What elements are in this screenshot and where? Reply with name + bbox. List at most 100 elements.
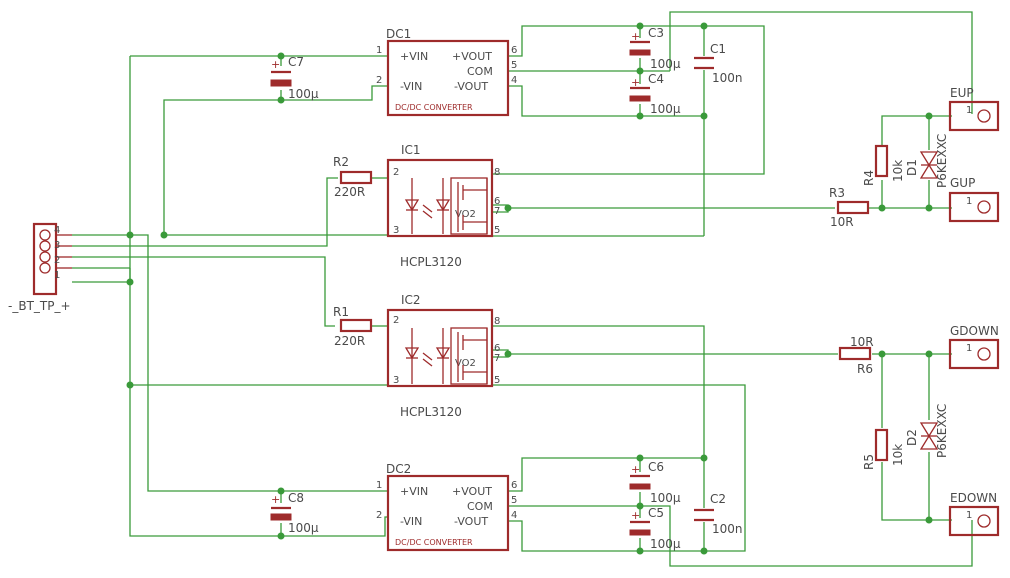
c8-value: 100µ [288,521,319,535]
junctions [126,22,933,555]
c5-plus: + [631,509,640,522]
r4-value: 10k [891,160,905,182]
battery-connector: 4 3 2 1 -_BT_TP_+ [8,222,72,313]
ic1-pin-2: 2 [393,167,399,178]
r6-value: 10R [850,335,874,349]
tvs-diode-d2: D2 P6KEXXC [905,404,949,458]
c2-value: 100n [712,522,743,536]
eup-label: EUP [950,86,974,100]
ic2-vo2-label: VO2 [455,358,476,369]
gup-label: GUP [950,176,975,190]
ic2-optocoupler: IC2 HCPL3120 2 3 8 6 7 5 VO2 [386,293,500,419]
dc2-com: COM [467,500,493,513]
capacitor-c6: + C6 100µ [629,460,681,505]
dc2-pin-5: 5 [511,495,517,506]
capacitor-c1: C1 100n [694,42,743,85]
resistor-r3: R3 10R [829,186,870,229]
c8-plus: + [271,493,280,506]
capacitor-c7: + C7 100µ [270,55,319,101]
resistor-r5: R5 10k [862,428,905,470]
wires [72,11,973,567]
dc2-ref: DC2 [386,462,411,476]
c5-value: 100µ [650,537,681,551]
dc2-vout-minus: -VOUT [454,515,488,528]
capacitor-c5: + C5 100µ [629,506,681,551]
ic2-pin-3: 3 [393,375,399,386]
d2-part: P6KEXXC [935,404,949,458]
connector-pin-1: 1 [54,270,60,281]
connector-pin-4: 4 [54,225,60,236]
r6-ref: R6 [857,362,873,376]
ic1-pin-3: 3 [393,225,399,236]
dc2-vin-plus: +VIN [400,485,428,498]
terminal-eup: 1 EUP [948,86,1000,132]
dc1-pin-4: 4 [511,75,517,86]
dc2-converter: DC2 +VIN -VIN +VOUT COM -VOUT DC/DC CONV… [376,462,517,552]
r3-ref: R3 [829,186,845,200]
c6-plus: + [631,463,640,476]
r1-ref: R1 [333,305,349,319]
resistor-r4: R4 10k [862,144,905,186]
gup-pin: 1 [966,196,972,207]
resistor-r2: R2 220R [333,155,373,199]
d1-ref: D1 [905,159,919,176]
dc2-type: DC/DC CONVERTER [395,538,473,547]
ic2-pin-8: 8 [494,316,500,327]
capacitor-c4: + C4 100µ [629,72,681,116]
dc2-pin-1: 1 [376,480,382,491]
capacitor-c8: + C8 100µ [270,491,319,535]
c3-value: 100µ [650,57,681,71]
r2-value: 220R [334,185,365,199]
c6-value: 100µ [650,491,681,505]
c6-ref: C6 [648,460,664,474]
ic2-pin-5: 5 [494,375,500,386]
connector-pin-3: 3 [54,240,60,251]
c7-value: 100µ [288,87,319,101]
c4-ref: C4 [648,72,664,86]
c2-ref: C2 [710,492,726,506]
dc1-type: DC/DC CONVERTER [395,103,473,112]
connector-pin-2: 2 [54,255,60,266]
r5-value: 10k [891,444,905,466]
dc2-vin-minus: -VIN [400,515,422,528]
dc2-pin-2: 2 [376,510,382,521]
ic2-pin-7: 7 [494,353,500,364]
resistor-r6: 10R R6 [838,335,874,376]
dc1-pin-5: 5 [511,60,517,71]
dc1-com: COM [467,65,493,78]
capacitor-c2: C2 100n [694,492,743,536]
dc2-vout-plus: +VOUT [452,485,492,498]
r5-ref: R5 [862,454,876,470]
c7-plus: + [271,58,280,71]
c5-ref: C5 [648,506,664,520]
resistor-r1: R1 220R [333,305,373,348]
r4-ref: R4 [862,170,876,186]
capacitor-c3: + C3 100µ [629,26,681,71]
ic1-vo2-label: VO2 [455,209,476,220]
tvs-diode-d1: D1 P6KEXXC [905,134,949,188]
r3-value: 10R [830,215,854,229]
connector-label: -_BT_TP_+ [8,299,71,313]
ic1-ref: IC1 [401,143,421,157]
eup-pin: 1 [966,105,972,116]
dc1-vout-minus: -VOUT [454,80,488,93]
dc1-converter: DC1 +VIN -VIN +VOUT COM -VOUT DC/DC CONV… [376,27,517,117]
c4-plus: + [631,76,640,89]
gdown-label: GDOWN [950,324,999,338]
dc1-vout-plus: +VOUT [452,50,492,63]
c7-ref: C7 [288,55,304,69]
ic1-pin-6: 6 [494,196,500,207]
ic1-pin-8: 8 [494,167,500,178]
r2-ref: R2 [333,155,349,169]
ic2-ref: IC2 [401,293,421,307]
c4-value: 100µ [650,102,681,116]
edown-label: EDOWN [950,491,997,505]
dc1-vin-minus: -VIN [400,80,422,93]
ic1-optocoupler: IC1 HCPL3120 2 3 8 6 7 5 VO2 [386,143,500,269]
dc1-pin-2: 2 [376,75,382,86]
c3-ref: C3 [648,26,664,40]
ic1-part: HCPL3120 [400,255,462,269]
ic1-pin-7: 7 [494,206,500,217]
terminal-edown: 1 EDOWN [948,491,1000,537]
